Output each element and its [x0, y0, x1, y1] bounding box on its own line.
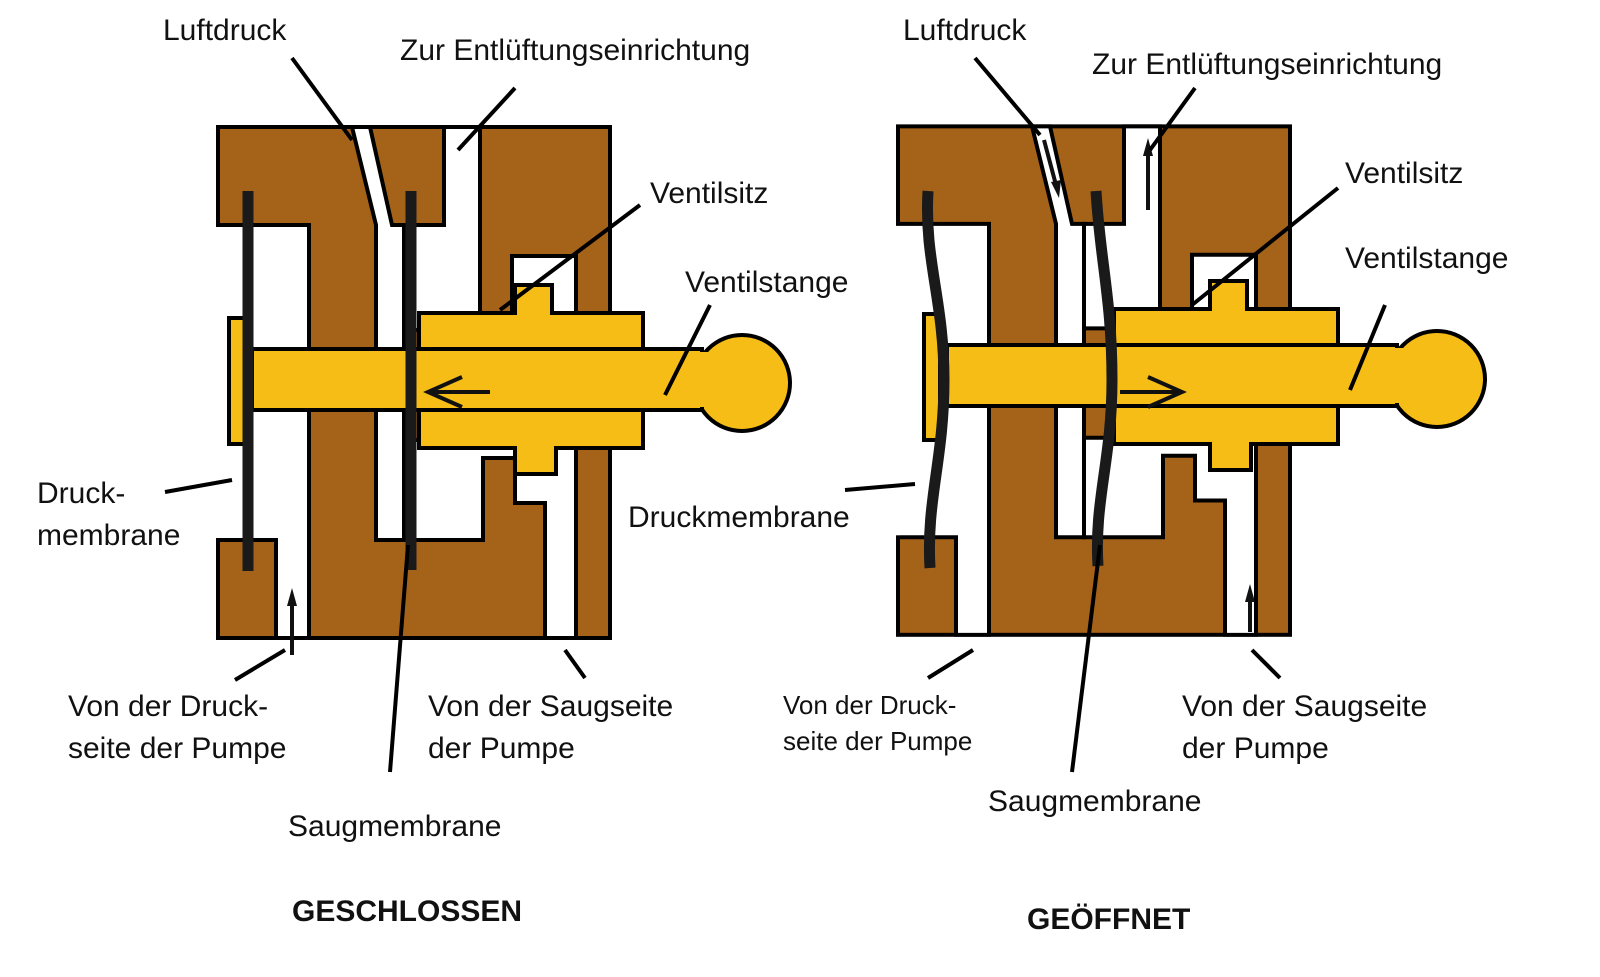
title-open: GEÖFFNET	[1027, 903, 1190, 936]
title-closed: GESCHLOSSEN	[292, 895, 522, 928]
label-druckseite-1: Von der Druck-	[68, 690, 268, 723]
label-druckseite-2: seite der Pumpe	[68, 732, 286, 765]
label-druckmembrane-2: membrane	[37, 519, 180, 552]
label-luftdruck: Luftdruck	[903, 14, 1027, 47]
label-saugseite-2: der Pumpe	[428, 732, 575, 765]
valve-stem-closed	[227, 283, 792, 476]
arrow-up-icon	[1143, 138, 1153, 210]
closed-valve-figure: Luftdruck Zur Entlüftungseinrichtung Ven…	[37, 14, 848, 928]
label-druckmembrane-1: Druck-	[37, 477, 125, 510]
label-ventilstange: Ventilstange	[1345, 242, 1508, 275]
label-druckmembrane: Druckmembrane	[628, 501, 850, 534]
arrow-down-icon	[1042, 139, 1061, 198]
label-druckseite-2: seite der Pumpe	[783, 726, 972, 756]
label-saugseite-1: Von der Saugseite	[428, 690, 673, 723]
arrow-left-icon	[423, 375, 490, 409]
label-saugseite-1: Von der Saugseite	[1182, 690, 1427, 723]
arrow-up-icon	[1245, 584, 1255, 632]
label-entlueftung: Zur Entlüftungseinrichtung	[400, 34, 750, 67]
label-entlueftung: Zur Entlüftungseinrichtung	[1092, 48, 1442, 81]
label-saugmembrane: Saugmembrane	[288, 810, 501, 843]
label-saugseite-2: der Pumpe	[1182, 732, 1329, 765]
label-ventilstange: Ventilstange	[685, 266, 848, 299]
label-ventilsitz: Ventilsitz	[1345, 157, 1463, 190]
open-valve-figure: Luftdruck Zur Entlüftungseinrichtung Ven…	[628, 14, 1508, 936]
arrow-right-icon	[1120, 375, 1187, 409]
valve-stem-open	[922, 279, 1487, 472]
label-saugmembrane: Saugmembrane	[988, 785, 1201, 818]
label-ventilsitz: Ventilsitz	[650, 177, 768, 210]
label-druckseite-1: Von der Druck-	[783, 690, 956, 720]
label-luftdruck: Luftdruck	[163, 14, 287, 47]
arrow-up-icon	[287, 588, 297, 655]
pressure-membrane-open	[921, 190, 950, 569]
suction-membrane-open	[1090, 190, 1118, 567]
